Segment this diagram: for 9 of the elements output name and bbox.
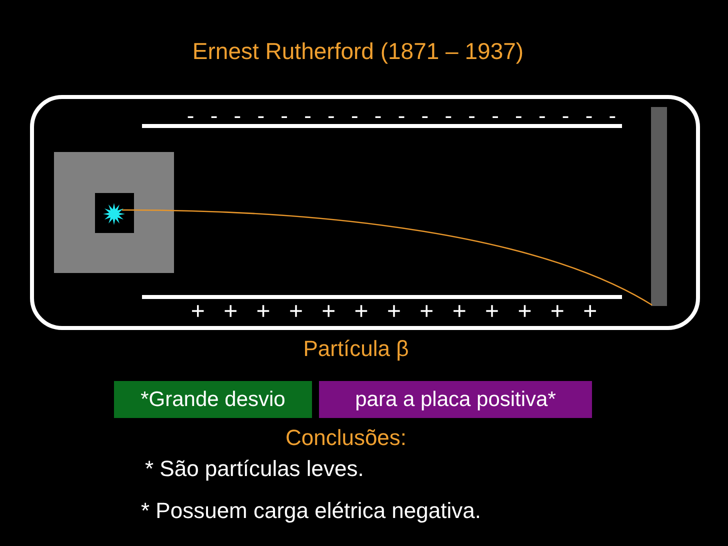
title: Ernest Rutherford (1871 – 1937) — [192, 40, 524, 63]
negative-charge-signs: - - - - - - - - - - - - - - - - - - - — [186, 105, 622, 127]
conclusion-text: * Possuem carga elétrica negativa. — [141, 500, 481, 522]
particle-heading: Partícula β — [303, 338, 409, 360]
highlighted-text: para a placa positiva* — [319, 381, 592, 418]
conclusions-heading: Conclusões: — [285, 427, 407, 449]
highlighted-text: *Grande desvio — [114, 381, 312, 418]
positive-charge-signs: + + + + + + + + + + + + + — [190, 300, 604, 324]
conclusion-text: * São partículas leves. — [145, 458, 364, 480]
